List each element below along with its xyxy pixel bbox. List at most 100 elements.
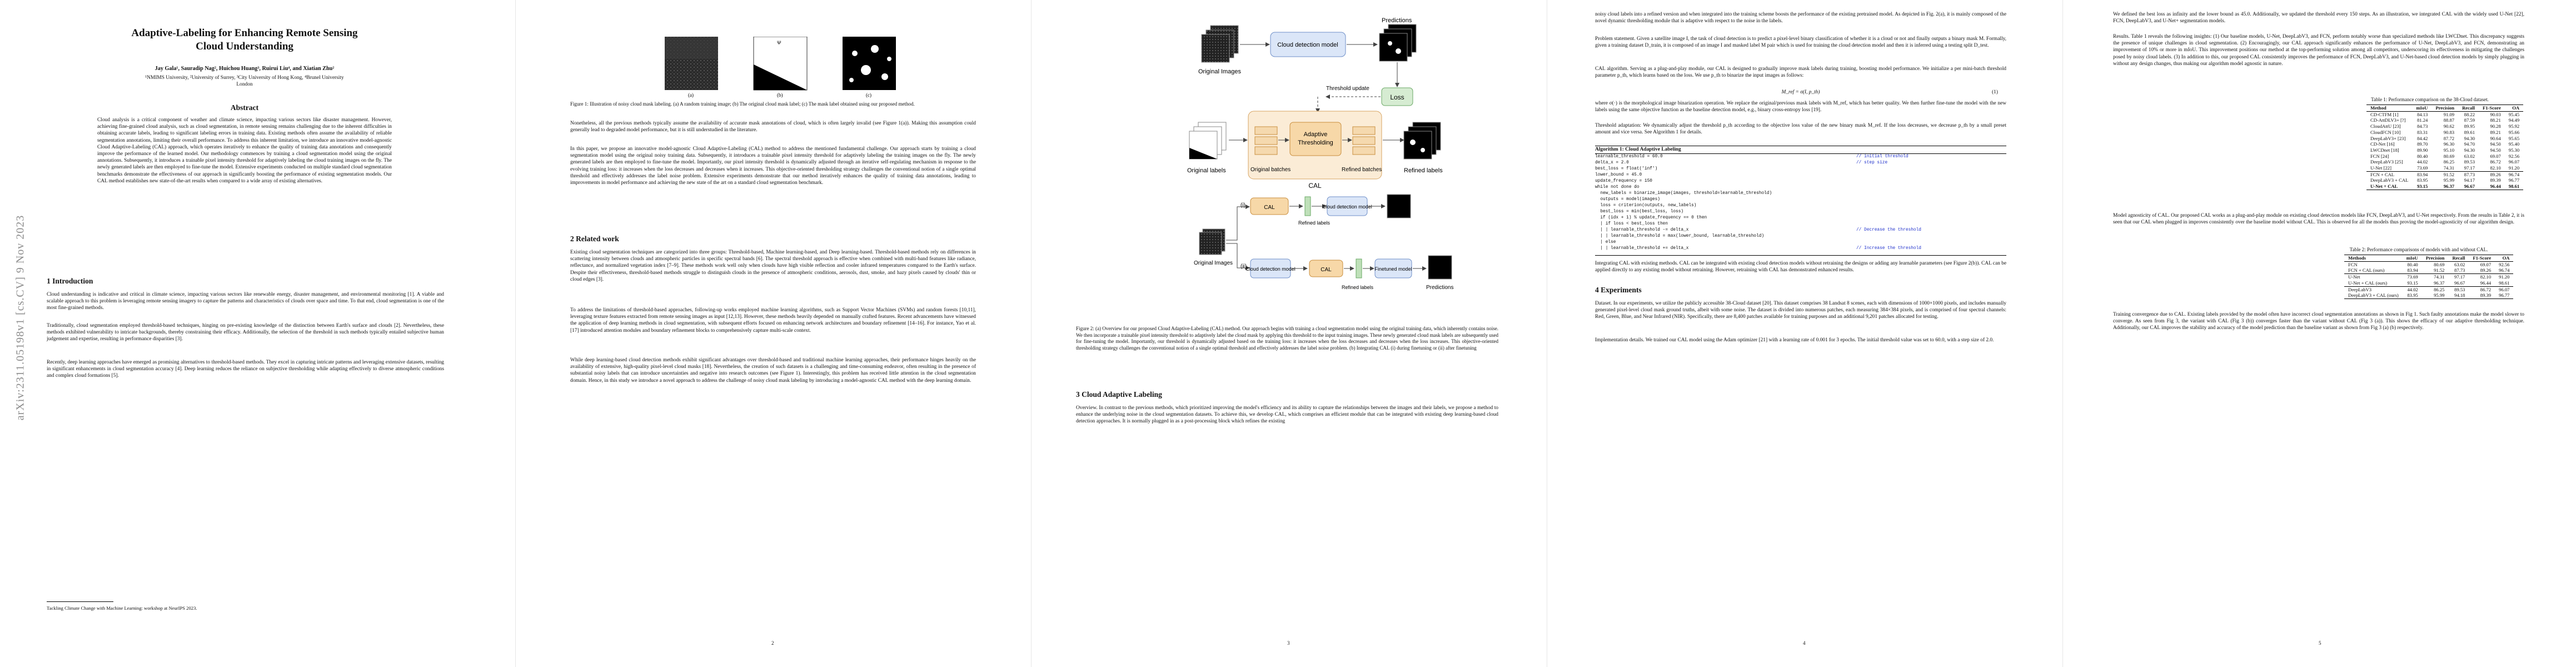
- code-line: lower_bound = 45.0: [1595, 172, 2006, 178]
- label-b-refined-labels-1: Refined labels: [1298, 220, 1331, 226]
- table-cell: 94.49: [2508, 117, 2520, 123]
- page-number: 5: [2319, 640, 2321, 646]
- table-cell: 86.25: [2421, 286, 2449, 293]
- label-b-finetuned-model: Finetuned model: [1374, 266, 1412, 272]
- b-finetuned-model-box: [1374, 258, 1412, 278]
- results-paragraph: Results. Table 1 reveals the following i…: [2113, 34, 2524, 67]
- table-header-cell: mIoU: [2406, 255, 2418, 261]
- label-original-batches: Original batches: [1250, 167, 1291, 173]
- title-line-2: Cloud Understanding: [196, 41, 293, 52]
- table-cell: 63.02: [2464, 153, 2475, 159]
- code-text: | | learnable_threshold -= delta_x: [1595, 228, 1689, 232]
- label-b-original-images: Original Images: [1194, 260, 1233, 266]
- table-cell: 89.61: [2464, 129, 2475, 135]
- table-cell: U-Net: [2344, 273, 2403, 280]
- code-text: while not done do: [1595, 185, 1640, 190]
- table-cell: 86.72: [2469, 286, 2495, 293]
- table-cell: 96.67: [2464, 183, 2475, 190]
- table-cell: 89.70: [2417, 141, 2428, 147]
- integrating-cal-paragraph: Integrating CAL with existing methods. C…: [1595, 261, 2006, 273]
- table-cell: 82.10: [2490, 165, 2501, 171]
- page-number: 3: [1287, 640, 1290, 646]
- page-separator: [1031, 0, 1032, 667]
- table-cell: 87.72: [2443, 135, 2455, 141]
- code-comment: // Decrease the threshold: [1856, 228, 1921, 232]
- code-line: learnable_threshold = 60.0// initial thr…: [1595, 154, 2006, 160]
- table-cell: 95.66: [2508, 129, 2520, 135]
- original-batches-stack: [1254, 126, 1278, 155]
- code-text: | | learnable_threshold += delta_x: [1595, 246, 1689, 251]
- algorithm-code: learnable_threshold = 60.0// initial thr…: [1595, 154, 2006, 252]
- abstract-text: Cloud analysis is a critical component o…: [97, 117, 392, 184]
- code-text: | if loss < best_loss then: [1595, 222, 1668, 226]
- table-header-cell: mIoU: [2416, 105, 2428, 111]
- label-refined-labels: Refined labels: [1404, 167, 1443, 174]
- table-cell: 94.18: [2454, 292, 2465, 298]
- code-text: | else: [1595, 240, 1616, 245]
- fig1-label-a: (a): [688, 92, 694, 98]
- page-5: We defined the best loss as infinity and…: [2063, 0, 2576, 667]
- algorithm-1-box: Algorithm 1: Cloud Adaptive Labeling lea…: [1595, 146, 2006, 256]
- table-cell: 89.39: [2480, 292, 2492, 298]
- table-cell: DeepLabV3 + CAL: [2370, 177, 2409, 183]
- code-line: | | learnable_threshold = max(lower_boun…: [1595, 233, 2006, 240]
- code-text: loss = criterion(outputs, new_labels): [1595, 203, 1697, 208]
- table-cell: 96.37: [2434, 280, 2445, 286]
- table-cell: U-Net + CAL (ours): [2348, 280, 2388, 286]
- b-cloud-detection-model-box-1: [1327, 196, 1368, 216]
- code-text: learnable_threshold = 60.0: [1595, 155, 1663, 159]
- table-cell: U-Net + CAL: [2370, 183, 2398, 190]
- algorithm-1-title: Algorithm 1: Cloud Adaptive Labeling: [1595, 146, 2006, 154]
- table-cell: FCN [24]: [2370, 153, 2389, 159]
- code-text: lower_bound = 45.0: [1595, 173, 1642, 177]
- intro-paragraph-3: Recently, deep learning approaches have …: [47, 360, 444, 379]
- intro-paragraph-2: Traditionally, cloud segmentation employ…: [47, 323, 444, 342]
- label-predictions: Predictions: [1382, 17, 1412, 24]
- label-thresholding: Thresholding: [1298, 140, 1333, 146]
- table-cell: DeepLabV3: [2344, 286, 2403, 293]
- paper-title: Adaptive-Labeling for Enhancing Remote S…: [67, 27, 422, 53]
- p4-paragraph-4: where σ(·) is the morphological image bi…: [1595, 101, 2006, 113]
- table-cell: 86.72: [2490, 159, 2501, 165]
- label-b-refined-labels-2: Refined labels: [1342, 285, 1374, 290]
- b-refined-labels-bar-1: [1304, 196, 1311, 216]
- section-4-heading: 4 Experiments: [1595, 286, 1642, 294]
- table-cell: DeepLabV3+ [23]: [2370, 135, 2406, 141]
- table-cell: 91.20: [2508, 165, 2520, 171]
- table-cell: 44.02: [2417, 159, 2428, 165]
- table-cell: 96.30: [2443, 141, 2455, 147]
- table-cell: 87.59: [2464, 117, 2475, 123]
- related-work-paragraph-2: To address the limitations of threshold-…: [570, 307, 976, 334]
- refined-batches-stack: [1352, 126, 1376, 155]
- table-cell: 73.69: [2417, 165, 2428, 171]
- table-cell: 96.67: [2454, 280, 2465, 286]
- table-cell: 95.92: [2508, 123, 2520, 130]
- table-cell: 94.50: [2490, 147, 2501, 153]
- affiliation-line-1: ¹NMIMS University, ²University of Surrey…: [145, 75, 344, 81]
- table-cell: 97.17: [2448, 273, 2469, 280]
- intro-paragraph-1: Cloud understanding is indicative and cr…: [47, 292, 444, 311]
- threshold-adaptation-paragraph: Threshold adaptation: We dynamically adj…: [1595, 123, 2006, 136]
- table-cell: 95.40: [2508, 141, 2520, 147]
- table-cell: 96.07: [2495, 286, 2514, 293]
- table-cell: 98.61: [2499, 280, 2510, 286]
- table-cell: 80.40: [2417, 153, 2428, 159]
- arxiv-watermark: arXiv:2311.05198v1 [cs.CV] 9 Nov 2023: [14, 215, 27, 421]
- table-cell: 88.21: [2490, 117, 2501, 123]
- table-cell: 90.64: [2490, 135, 2501, 141]
- page-separator: [2062, 0, 2063, 667]
- table-cell: 89.53: [2464, 159, 2475, 165]
- table-cell: 95.65: [2508, 135, 2520, 141]
- page-1: arXiv:2311.05198v1 [cs.CV] 9 Nov 2023 Ad…: [0, 0, 515, 667]
- page-4: noisy cloud labels into a refined versio…: [1547, 0, 2062, 667]
- table-cell: FCN + CAL: [2366, 171, 2413, 178]
- p2-paragraph-2: In this paper, we propose an innovative …: [570, 146, 976, 186]
